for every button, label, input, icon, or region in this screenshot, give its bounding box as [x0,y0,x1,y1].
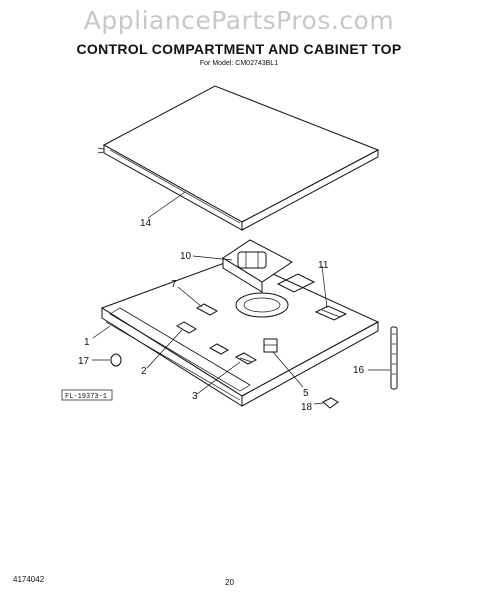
callout-5: 5 [303,388,309,399]
leader-lines [92,191,390,405]
callout-1: 1 [84,337,90,348]
switch-part-3 [234,352,258,365]
callout-11: 11 [318,260,329,271]
callout-3: 3 [192,391,198,402]
callout-7: 7 [171,279,177,290]
callout-14: 14 [140,218,152,229]
relay-part-5 [263,338,278,353]
switch-part-2 [176,321,197,334]
callout-17: 17 [78,356,90,367]
clip-part-18 [322,397,339,409]
callout-2: 2 [141,366,147,377]
control-panel-base [100,257,380,407]
bracket-part-11 [314,305,348,321]
control-housing-part-10 [222,239,293,293]
callout-16: 16 [353,365,365,376]
drawing-reference-text: FL-19373-1 [65,393,107,401]
page-number: 20 [225,578,234,587]
square-cutout [276,273,316,293]
gasket-strip-part-16 [390,326,398,390]
page-title: CONTROL COMPARTMENT AND CABINET TOP [76,41,402,57]
document-number: 4174042 [13,575,45,584]
watermark-logo: AppliancePartsPros.com [83,6,395,35]
button-on-base [208,343,230,355]
model-subtitle: For Model: CM02743BL1 [199,60,279,67]
plug-part-17 [110,353,122,367]
cabinet-top-part-14 [97,85,380,231]
callout-18: 18 [301,402,313,413]
drawing-reference: FL-19373-1 [61,389,113,401]
callout-10: 10 [180,251,192,262]
round-opening [235,292,289,318]
